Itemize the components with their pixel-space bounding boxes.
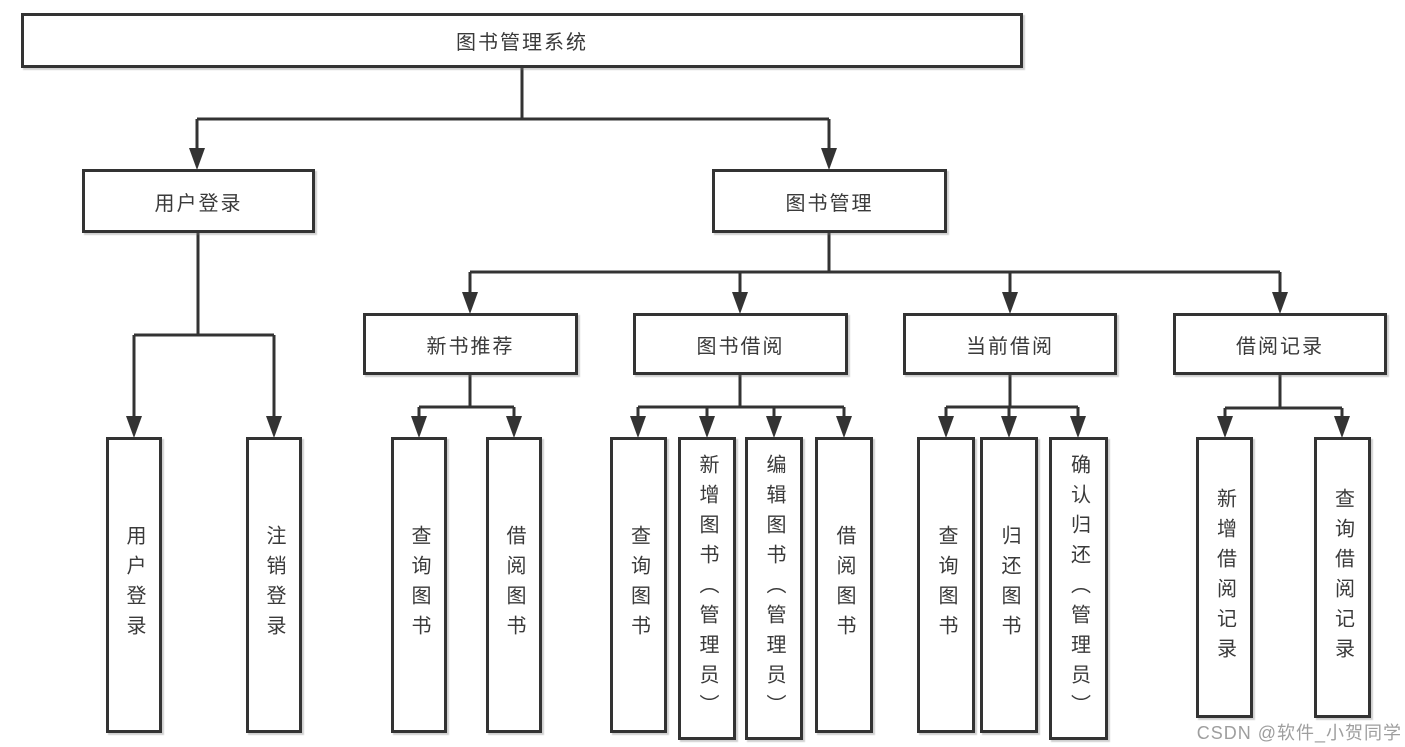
arrowhead <box>1001 416 1017 438</box>
leaf-add-borrow-record: 新增借阅记录 <box>1196 437 1253 718</box>
node-library-system-label: 图书管理系统 <box>456 32 588 54</box>
node-user-login-label: 用户登录 <box>154 192 243 215</box>
connector-book-management-to-level3 <box>468 233 1282 294</box>
leaf-confirm-return-admin: 确认归还（管理员） <box>1049 437 1108 740</box>
arrowhead <box>630 416 646 438</box>
node-user-login: 用户登录 <box>82 169 315 233</box>
node-library-system: 图书管理系统 <box>21 13 1023 68</box>
leaf-logout-login: 注销登录 <box>246 437 302 733</box>
leaf-edit-books-admin: 编辑图书（管理员） <box>745 437 803 740</box>
leaf-current-query-books: 查询图书 <box>917 437 975 733</box>
leaf-return-books: 归还图书 <box>980 437 1038 733</box>
arrowhead <box>506 416 522 438</box>
leaf-recommend-borrow-books: 借阅图书 <box>486 437 542 733</box>
leaf-user-login-label: 用户登录 <box>123 525 145 645</box>
arrowhead <box>732 292 748 314</box>
arrowhead <box>1272 292 1288 314</box>
connector-borrowing-records-to-leaves <box>1223 375 1344 418</box>
node-borrowing-records-label: 借阅记录 <box>1236 335 1324 358</box>
leaf-current-query-books-label: 查询图书 <box>935 525 957 645</box>
leaf-borrowing-borrow-books: 借阅图书 <box>815 437 873 733</box>
leaf-recommend-borrow-books-label: 借阅图书 <box>503 525 525 645</box>
leaf-add-borrow-record-label: 新增借阅记录 <box>1213 487 1236 668</box>
leaf-borrowing-borrow-books-label: 借阅图书 <box>833 525 855 645</box>
leaf-edit-books-admin-label: 编辑图书（管理员） <box>763 453 785 724</box>
leaf-query-borrow-record-label: 查询借阅记录 <box>1331 487 1354 668</box>
arrowheads <box>126 148 1350 438</box>
leaf-borrowing-query-books-label: 查询图书 <box>627 525 650 645</box>
node-book-borrowing: 图书借阅 <box>633 313 848 375</box>
connector-root-to-level2 <box>195 68 831 150</box>
arrowhead <box>836 416 852 438</box>
arrowhead <box>766 416 782 438</box>
arrowhead <box>126 416 142 438</box>
arrowhead <box>1070 416 1086 438</box>
connector-current-borrowing-to-leaves <box>944 375 1080 418</box>
arrowhead <box>411 416 427 438</box>
leaf-confirm-return-admin-label: 确认归还（管理员） <box>1067 453 1090 724</box>
node-book-borrowing-label: 图书借阅 <box>696 335 785 358</box>
leaf-recommend-query-books: 查询图书 <box>391 437 447 733</box>
arrowhead <box>938 416 954 438</box>
leaf-recommend-query-books-label: 查询图书 <box>408 525 430 645</box>
connector-book-borrowing-to-leaves <box>636 375 846 418</box>
leaf-user-login: 用户登录 <box>106 437 162 733</box>
leaf-add-books-admin: 新增图书（管理员） <box>678 437 736 740</box>
leaf-logout-login-label: 注销登录 <box>263 525 285 645</box>
arrowhead <box>821 148 837 170</box>
node-current-borrowing: 当前借阅 <box>903 313 1117 375</box>
arrowhead <box>266 416 282 438</box>
arrowhead <box>1217 416 1233 438</box>
node-book-management: 图书管理 <box>712 169 947 233</box>
arrowhead <box>699 416 715 438</box>
arrowhead <box>1334 416 1350 438</box>
leaf-query-borrow-record: 查询借阅记录 <box>1314 437 1371 718</box>
arrowhead <box>189 148 205 170</box>
leaf-borrowing-query-books: 查询图书 <box>610 437 667 733</box>
node-new-book-recommendation: 新书推荐 <box>363 313 578 375</box>
arrowhead <box>462 292 478 314</box>
connector-user-login-to-leaves <box>132 233 276 418</box>
node-current-borrowing-label: 当前借阅 <box>966 335 1054 358</box>
node-book-management-label: 图书管理 <box>785 192 874 215</box>
leaf-add-books-admin-label: 新增图书（管理员） <box>696 453 718 724</box>
csdn-watermark: CSDN @软件_小贺同学 <box>1196 723 1402 743</box>
arrowhead <box>1002 292 1018 314</box>
connector-new-book-recommendation-to-leaves <box>417 375 516 418</box>
node-new-book-recommendation-label: 新书推荐 <box>426 335 515 358</box>
node-borrowing-records: 借阅记录 <box>1173 313 1387 375</box>
leaf-return-books-label: 归还图书 <box>998 525 1020 645</box>
